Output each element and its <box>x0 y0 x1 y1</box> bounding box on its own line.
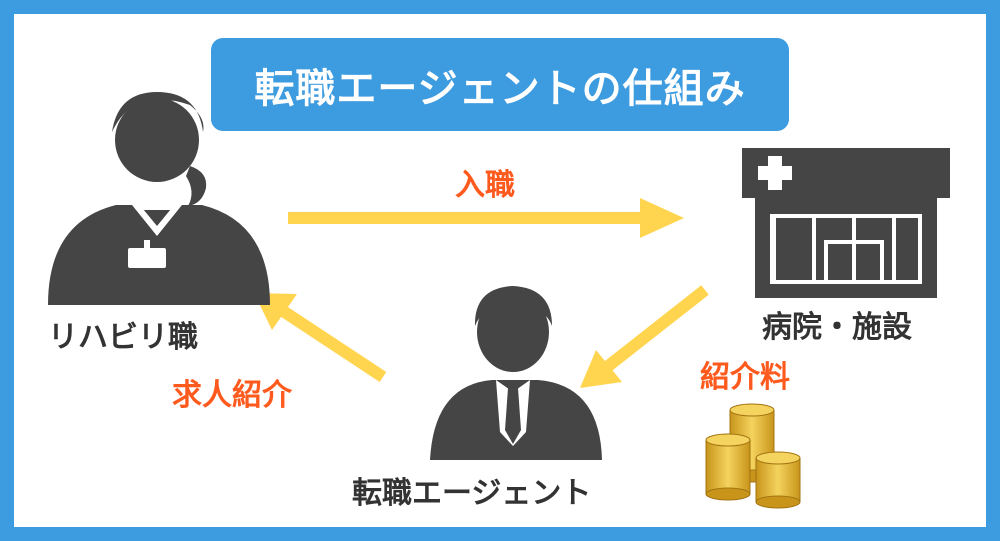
edge-label-hire: 入職 <box>455 168 515 203</box>
node-label-hospital: 病院・施設 <box>762 310 912 345</box>
hospital-icon <box>742 148 950 298</box>
rehab-worker-icon <box>48 92 270 305</box>
node-label-agent: 転職エージェント <box>352 476 592 511</box>
edge-label-fee: 紹介料 <box>700 360 790 395</box>
agent-icon <box>430 286 602 460</box>
title-banner: 転職エージェントの仕組み <box>211 38 789 131</box>
edge-label-referral: 求人紹介 <box>172 378 292 413</box>
node-label-rehab: リハビリ職 <box>48 320 198 355</box>
coins-icon <box>705 403 801 509</box>
arrow-hire <box>288 198 684 238</box>
coin-stack-left <box>705 433 751 501</box>
arrow-fee <box>580 285 709 388</box>
diagram-title: 転職エージェントの仕組み <box>254 65 746 112</box>
coin-stack-right <box>755 451 801 509</box>
arrow-referral <box>254 293 387 383</box>
